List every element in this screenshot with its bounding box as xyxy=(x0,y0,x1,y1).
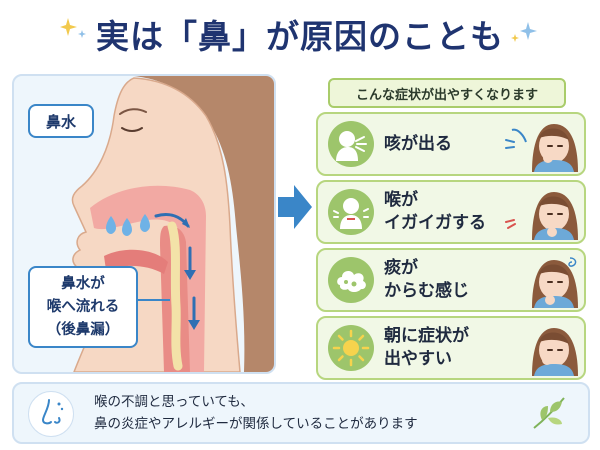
symptoms-header-text: こんな症状が出やすくなります xyxy=(355,87,538,103)
coughing-person-icon xyxy=(328,121,374,167)
drip-line-3: （後鼻漏） xyxy=(46,321,120,338)
phlegm-icon xyxy=(328,257,374,303)
symptom-morning-line-2: 出やすい xyxy=(384,349,452,369)
drip-line-1: 鼻水が xyxy=(61,275,105,292)
symptom-card-cough: 咳が出る xyxy=(316,112,586,176)
woman-throat-pain-icon xyxy=(505,192,578,240)
symptom-phlegm-text: 痰が からむ感じ xyxy=(384,250,494,310)
symptom-cough-text: 咳が出る xyxy=(384,114,494,174)
symptom-throat-text: 喉が イガイガする xyxy=(384,182,494,242)
title-area: 実は「鼻」が原因のことも xyxy=(0,6,600,62)
note-line-2: 鼻の炎症やアレルギーが関係していることがあります xyxy=(94,416,418,432)
nose-outline-icon xyxy=(28,391,74,437)
sore-throat-icon xyxy=(328,189,374,235)
page-title: 実は「鼻」が原因のことも xyxy=(96,17,504,56)
nasal-mucus-label: 鼻水 xyxy=(28,104,94,138)
sun-icon xyxy=(328,325,374,371)
nasal-mucus-text: 鼻水 xyxy=(45,112,76,131)
symptom-throat-line-1: 喉が xyxy=(384,190,418,210)
bottom-note: 喉の不調と思っていても、 鼻の炎症やアレルギーが関係していることがあります xyxy=(12,382,590,444)
note-text: 喉の不調と思っていても、 鼻の炎症やアレルギーが関係していることがあります xyxy=(94,391,524,435)
symptom-card-throat: 喉が イガイガする xyxy=(316,180,586,244)
symptom-throat-line-2: イガイガする xyxy=(384,213,486,233)
sparkle-left-icon xyxy=(60,18,86,38)
symptom-cough-line-1: 咳が出る xyxy=(384,133,452,154)
woman-morning-cough-icon xyxy=(532,328,578,376)
symptom-phlegm-line-2: からむ感じ xyxy=(384,281,469,301)
woman-coughing-icon xyxy=(505,124,578,172)
symptom-card-morning: 朝に症状が 出やすい xyxy=(316,316,586,380)
leaf-sprig-icon xyxy=(533,397,565,429)
note-line-1: 喉の不調と思っていても、 xyxy=(94,394,254,410)
sparkle-right-icon xyxy=(511,22,537,42)
symptom-morning-text: 朝に症状が 出やすい xyxy=(384,318,494,378)
symptoms-header: こんな症状が出やすくなります xyxy=(328,78,566,108)
drip-line-2: 喉へ流れる xyxy=(46,298,120,315)
symptom-morning-line-1: 朝に症状が xyxy=(384,326,469,346)
symptom-card-phlegm: 痰が からむ感じ xyxy=(316,248,586,312)
arrow-right-icon xyxy=(278,185,312,229)
woman-phlegm-icon xyxy=(532,257,578,308)
symptom-phlegm-line-1: 痰が xyxy=(384,258,418,278)
postnasal-drip-label: 鼻水が 喉へ流れる （後鼻漏） xyxy=(28,266,138,348)
